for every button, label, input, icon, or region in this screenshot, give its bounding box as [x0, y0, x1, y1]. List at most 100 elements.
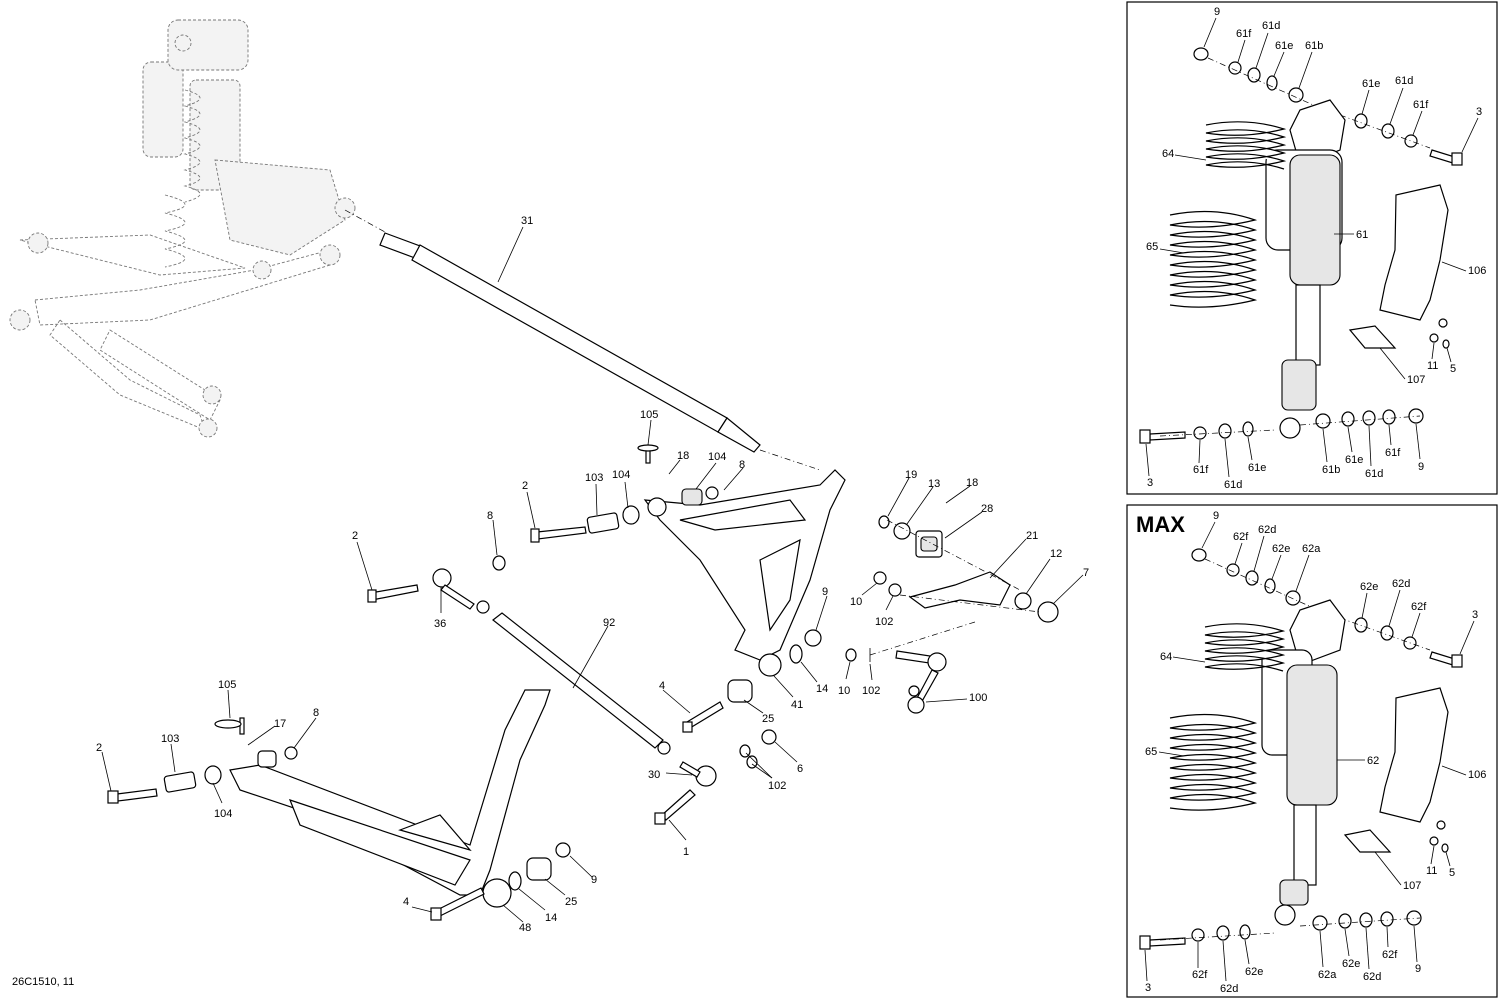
callout-104-b: 104 — [708, 451, 726, 463]
box2-label-3: 3 — [1472, 609, 1478, 621]
box1-label-61e-b: 61e — [1362, 78, 1380, 90]
box1-label-61f-b: 61f — [1413, 99, 1429, 111]
callout-2-b: 2 — [352, 530, 358, 542]
bushings — [163, 486, 822, 881]
box1-label-61d-d: 61d — [1365, 468, 1383, 480]
sway-bar — [492, 612, 664, 749]
box2-label-62d-b: 62d — [1392, 578, 1410, 590]
callout-31: 31 — [521, 215, 533, 227]
callout-19: 19 — [905, 469, 917, 481]
box2-label-62e-d: 62e — [1342, 958, 1360, 970]
box1-label-64: 64 — [1162, 148, 1174, 160]
callout-25: 25 — [762, 713, 774, 725]
lower-a-arm — [229, 689, 551, 908]
callout-2-c: 2 — [96, 742, 102, 754]
max-shock-detail-box: MAX — [1126, 504, 1498, 998]
shock-detail-box: 9 61f 61d 61e 61b 61e 61d 61f 3 64 61 65… — [1126, 1, 1498, 495]
callout-102-c: 102 — [768, 780, 786, 792]
box2-label-62d: 62d — [1258, 524, 1276, 536]
callout-41: 41 — [791, 699, 803, 711]
callout-48: 48 — [519, 922, 531, 934]
callout-103: 103 — [585, 472, 603, 484]
box2-label-3-b: 3 — [1145, 982, 1151, 994]
callout-21: 21 — [1026, 530, 1038, 542]
box1-label-3-b: 3 — [1147, 477, 1153, 489]
callout-4-b: 4 — [403, 896, 409, 908]
callout-25-b: 25 — [565, 896, 577, 908]
callout-12: 12 — [1050, 548, 1062, 560]
callout-10-b: 10 — [838, 685, 850, 697]
callout-6: 6 — [797, 763, 803, 775]
callout-8-b: 8 — [487, 510, 493, 522]
box1-label-61d-b: 61d — [1395, 75, 1413, 87]
callout-13: 13 — [928, 478, 940, 490]
box2-label-62d-c: 62d — [1220, 983, 1238, 995]
callout-4: 4 — [659, 680, 665, 692]
callout-103-b: 103 — [161, 733, 179, 745]
callout-8: 8 — [739, 459, 745, 471]
box1-label-9: 9 — [1214, 6, 1220, 18]
callout-7: 7 — [1083, 567, 1089, 579]
box1-label-61b: 61b — [1305, 40, 1323, 52]
pivot-hardware — [845, 530, 1059, 714]
box2-label-107: 107 — [1403, 880, 1421, 892]
box2-label-64: 64 — [1160, 651, 1172, 663]
box1-label-61f-c: 61f — [1193, 464, 1209, 476]
callout-14-b: 14 — [545, 912, 557, 924]
box2-label-9: 9 — [1213, 510, 1219, 522]
end-links — [432, 568, 717, 787]
callout-102: 102 — [875, 616, 893, 628]
box2-label-62e: 62e — [1272, 543, 1290, 555]
callout-30: 30 — [648, 769, 660, 781]
box2-label-62e-b: 62e — [1360, 581, 1378, 593]
callout-18-b: 18 — [966, 477, 978, 489]
max-box-title: MAX — [1136, 512, 1185, 537]
callout-102-b: 102 — [862, 685, 880, 697]
box2-label-62: 62 — [1367, 755, 1379, 767]
figure-code: 26C1510, 11 — [12, 976, 74, 988]
main-exploded-parts — [107, 209, 1059, 921]
bolts — [107, 444, 724, 921]
box1-label-61f-d: 61f — [1385, 447, 1401, 459]
upper-a-arm — [643, 469, 846, 677]
box1-label-5: 5 — [1450, 363, 1456, 375]
callout-9: 9 — [822, 586, 828, 598]
callout-105-b: 105 — [218, 679, 236, 691]
callout-9-b: 9 — [591, 874, 597, 886]
callout-17: 17 — [274, 718, 286, 730]
phantom-assembly — [9, 19, 356, 438]
washers — [508, 515, 1032, 891]
box1-label-61e-d: 61e — [1345, 454, 1363, 466]
callout-1: 1 — [683, 846, 689, 858]
box1-label-3: 3 — [1476, 106, 1482, 118]
box1-label-61e: 61e — [1275, 40, 1293, 52]
box1-label-9-b: 9 — [1418, 461, 1424, 473]
callout-36: 36 — [434, 618, 446, 630]
box2-label-62a-b: 62a — [1318, 969, 1337, 981]
callout-104-c: 104 — [214, 808, 232, 820]
callout-18: 18 — [677, 450, 689, 462]
box2-label-5: 5 — [1449, 867, 1455, 879]
box1-label-61e-c: 61e — [1248, 462, 1266, 474]
callout-100: 100 — [969, 692, 987, 704]
callout-10: 10 — [850, 596, 862, 608]
box2-label-65: 65 — [1145, 746, 1157, 758]
box2-label-9-b: 9 — [1415, 963, 1421, 975]
callout-104: 104 — [612, 469, 630, 481]
box1-label-107: 107 — [1407, 374, 1425, 386]
box1-label-106: 106 — [1468, 265, 1486, 277]
callout-14: 14 — [816, 683, 828, 695]
callout-105: 105 — [640, 409, 658, 421]
box2-label-62d-d: 62d — [1363, 971, 1381, 983]
main-callouts: 31 105 18 103 104 104 8 2 19 13 18 28 21… — [12, 215, 1089, 988]
callout-28: 28 — [981, 503, 993, 515]
box2-label-106: 106 — [1468, 769, 1486, 781]
callout-2: 2 — [522, 480, 528, 492]
callout-8-c: 8 — [313, 707, 319, 719]
box1-label-61d: 61d — [1262, 20, 1280, 32]
box1-label-61: 61 — [1356, 229, 1368, 241]
box2-label-62f-b: 62f — [1411, 601, 1427, 613]
box1-label-11: 11 — [1427, 360, 1438, 372]
box2-label-62f: 62f — [1233, 531, 1249, 543]
